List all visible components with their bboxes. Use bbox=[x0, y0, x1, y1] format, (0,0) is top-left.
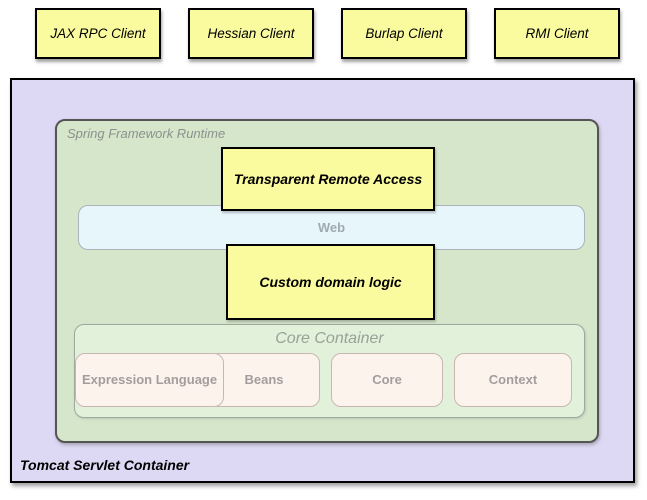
core-container-title: Core Container bbox=[275, 330, 384, 347]
module-box-beans: Beans bbox=[208, 353, 320, 407]
runtime-title: Spring Framework Runtime bbox=[67, 126, 226, 141]
client-box-label: JAX RPC Client bbox=[50, 26, 146, 41]
client-box-label: Burlap Client bbox=[365, 26, 443, 41]
tomcat-container-title: Tomcat Servlet Container bbox=[20, 457, 190, 473]
module-label: Beans bbox=[244, 371, 284, 387]
client-box-rmi: RMI Client bbox=[494, 8, 620, 59]
core-container: Core Container Beans Core Context Expres… bbox=[74, 324, 585, 418]
module-label: Context bbox=[488, 371, 538, 387]
module-box-core: Core bbox=[331, 353, 443, 407]
module-box-expression-language: Expression Language bbox=[75, 353, 225, 407]
spring-framework-runtime: Spring Framework Runtime Web Transparent… bbox=[55, 119, 599, 443]
tomcat-servlet-container: Spring Framework Runtime Web Transparent… bbox=[10, 78, 635, 483]
web-layer-label: Web bbox=[317, 220, 346, 235]
module-label: Core bbox=[372, 371, 402, 387]
module-box-context: Context bbox=[454, 353, 572, 407]
client-box-label: Hessian Client bbox=[207, 26, 295, 41]
client-box-burlap: Burlap Client bbox=[341, 8, 467, 59]
client-box-jax-rpc: JAX RPC Client bbox=[35, 8, 161, 59]
custom-domain-logic-label: Custom domain logic bbox=[259, 274, 402, 290]
module-label: Expression Language bbox=[82, 371, 218, 387]
transparent-remote-access-label: Transparent Remote Access bbox=[233, 171, 423, 187]
client-box-hessian: Hessian Client bbox=[188, 8, 314, 59]
custom-domain-logic-box: Custom domain logic bbox=[226, 244, 435, 320]
transparent-remote-access-box: Transparent Remote Access bbox=[221, 147, 435, 211]
client-box-label: RMI Client bbox=[525, 26, 589, 41]
